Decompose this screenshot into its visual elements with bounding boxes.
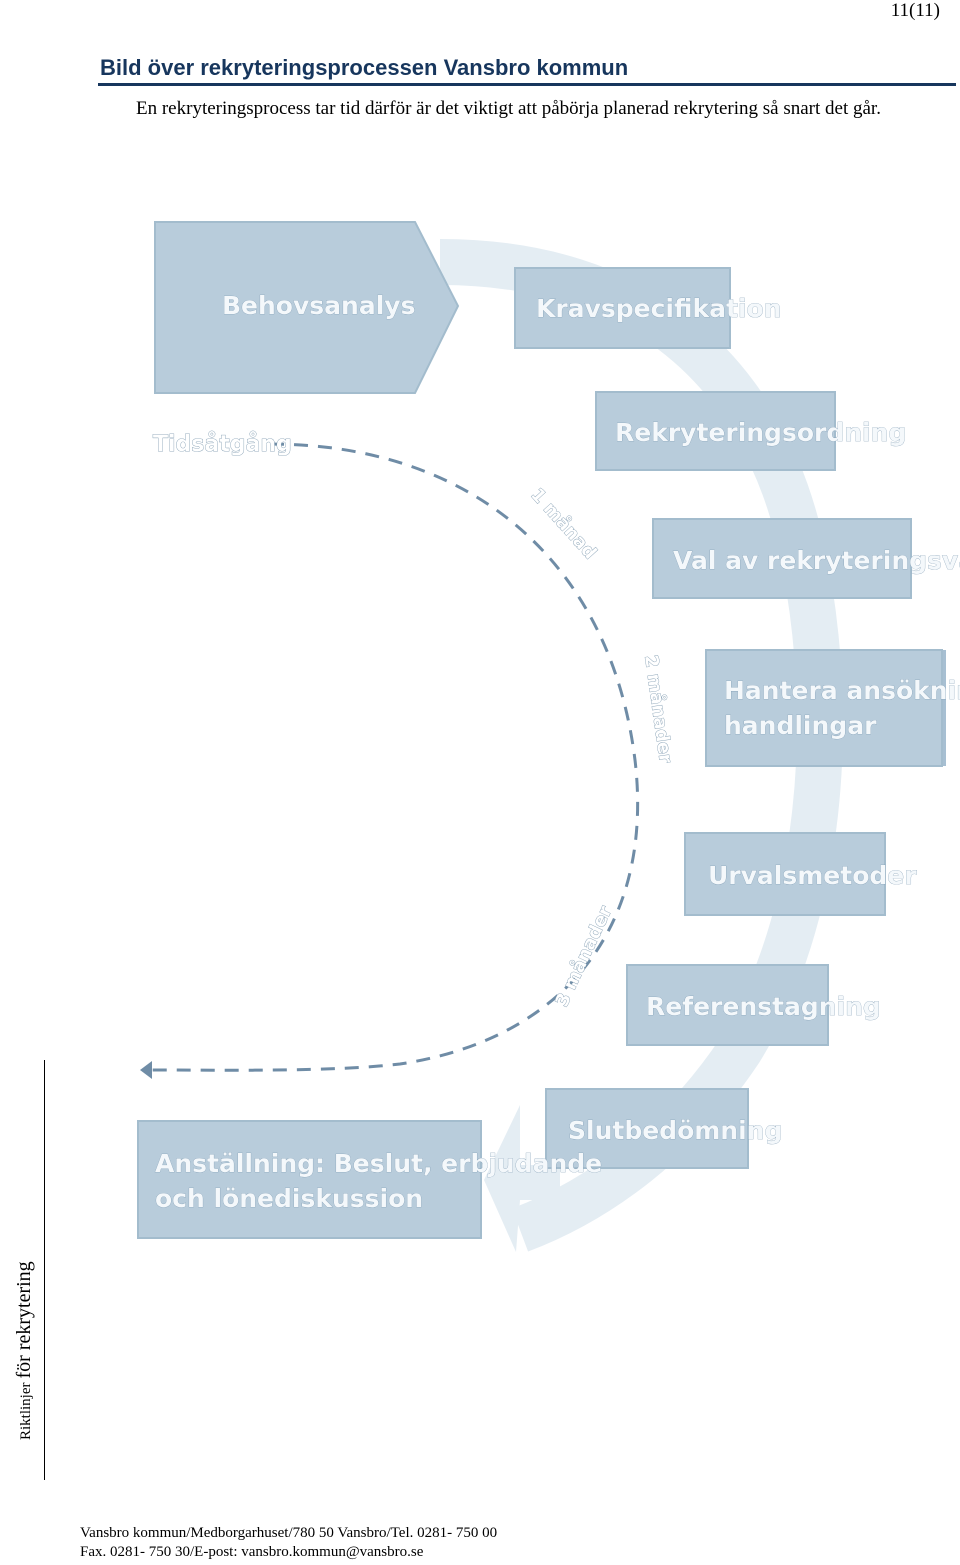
time-mark-3-months: 3 månader [551,902,617,1010]
page-heading: Bild över rekryteringsprocessen Vansbro … [100,55,629,80]
svg-text:Hantera ansöknings-: Hantera ansöknings- [724,676,960,705]
svg-text:och lönediskussion: och lönediskussion [155,1184,423,1213]
step-hantera-ansokningshandlingar: Hantera ansöknings- handlingar [705,649,960,767]
side-divider [44,1060,45,1480]
process-flow-arrowhead [484,1105,560,1252]
step-kravspecifikation: Kravspecifikation [514,267,782,349]
time-mark-2-months: 2 månader [640,654,677,765]
svg-text:Slutbedömning: Slutbedömning [568,1116,782,1145]
step-anstallning: Anställning: Beslut, erbjudande och löne… [137,1120,602,1239]
svg-text:Anställning: Beslut, erbjudand: Anställning: Beslut, erbjudande [155,1149,602,1178]
step-slutbedomning: Slutbedömning [545,1088,783,1169]
svg-text:Urvalsmetoder: Urvalsmetoder [708,861,917,890]
step-urvalsmetoder: Urvalsmetoder [684,832,918,916]
svg-text:Val av rekryteringsväg: Val av rekryteringsväg [673,546,960,575]
svg-text:handlingar: handlingar [724,711,877,740]
heading-underline [98,83,956,86]
svg-text:Behovsanalys: Behovsanalys [222,291,415,320]
time-arrow-icon [140,1061,152,1079]
side-label: Riktlinjer för rekrytering [13,1261,36,1441]
footer-address: Vansbro kommun/Medborgarhuset/780 50 Van… [80,1525,498,1541]
page-footer: Vansbro kommun/Medborgarhuset/780 50 Van… [80,1524,497,1562]
step-rekryteringsordning: Rekryteringsordning [595,391,907,471]
intro-paragraph: En rekryteringsprocess tar tid därför är… [136,98,881,119]
page-number: 11(11) [890,0,940,21]
svg-text:Rekryteringsordning: Rekryteringsordning [615,418,906,447]
time-dashed-line [149,442,640,1072]
time-mark-1-month: 1 månad [526,484,601,564]
footer-contact: Fax. 0281- 750 30/E-post: vansbro.kommun… [80,1544,424,1560]
side-label-small: Riktlinjer [18,1382,34,1441]
step-referenstagning: Referenstagning [626,964,881,1046]
step-behovsanalys: Behovsanalys [154,221,460,394]
step-val-av-rekryteringsvag: Val av rekryteringsväg [652,518,960,599]
time-label: Tidsåtgång [153,431,292,457]
svg-text:Kravspecifikation: Kravspecifikation [536,294,782,323]
svg-text:Referenstagning: Referenstagning [646,992,881,1021]
side-label-large: för rekrytering [13,1261,35,1379]
